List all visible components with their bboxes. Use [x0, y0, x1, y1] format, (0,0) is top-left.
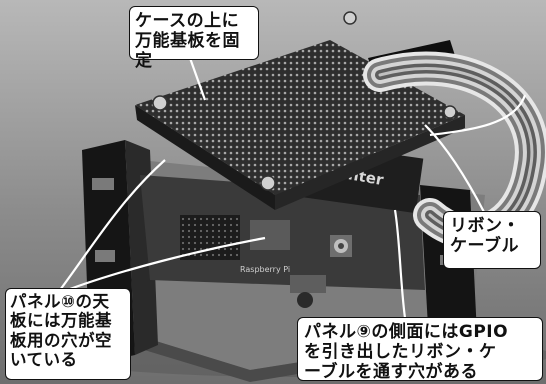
audio-jack [290, 275, 326, 293]
callout-panel-10: パネル⑩の天 板には万能基 板用の穴が空 いている [5, 288, 131, 380]
screw [443, 105, 457, 119]
screw [260, 175, 276, 191]
callout-ribbon-cable: リボン・ ケーブル [443, 211, 541, 269]
svg-text:Raspberry Pi: Raspberry Pi [240, 265, 290, 274]
callout-top-board: ケースの上に 万能基板を固定 [129, 6, 259, 71]
panel-slot [95, 250, 115, 262]
leader-lines [59, 57, 527, 319]
screw [152, 95, 168, 111]
callout-panel-9: パネル⑨の側面にはGPIO を引き出したリボン・ケ ーブルを通す穴がある [297, 317, 543, 382]
screw [343, 11, 357, 25]
panel-slot [92, 178, 114, 190]
